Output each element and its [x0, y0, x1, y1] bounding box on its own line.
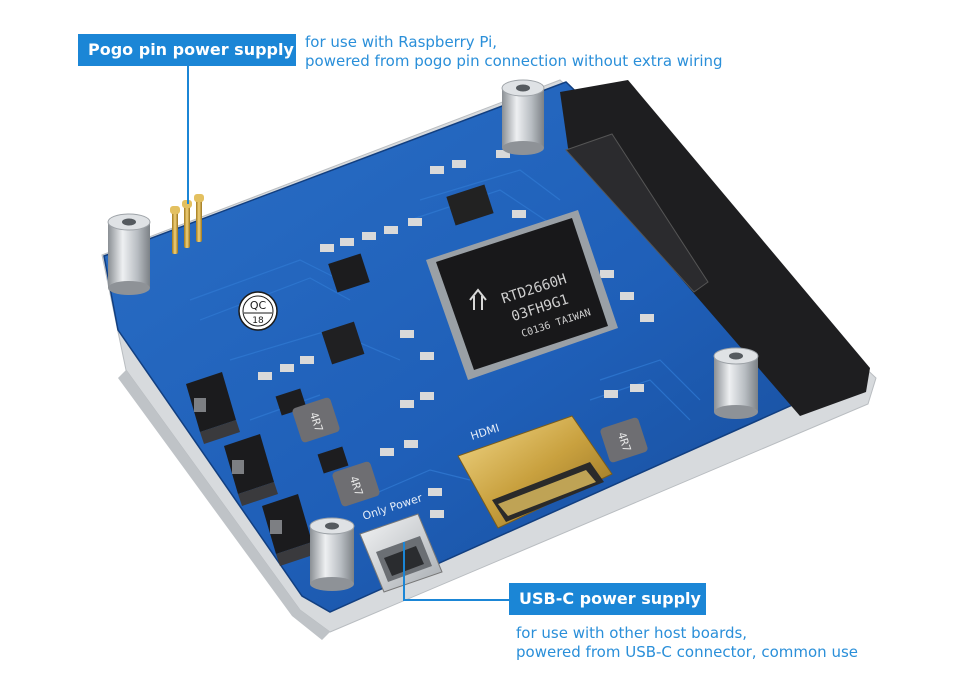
push-button: [186, 372, 240, 444]
lcd-panel-side: [118, 370, 330, 640]
standoff: [309, 517, 355, 591]
push-buttons: [186, 372, 316, 566]
mini-hdmi-connector: [457, 415, 613, 529]
fpc-connector: [565, 133, 709, 293]
pcb-traces: [189, 169, 701, 501]
usb-c-power-supply-label: USB-C power supply: [509, 583, 706, 615]
rtd2660h-chip: RTD2660H 03FH9G1 C0136 TAIWAN: [426, 210, 618, 380]
qc-sticker: QC 18: [238, 291, 278, 331]
qc-number: 18: [252, 316, 264, 326]
usb-c-description: for use with other host boards, powered …: [516, 624, 858, 662]
pogo-pin-power-supply-label: Pogo pin power supply: [78, 34, 296, 66]
inductor-label-2: 4R7: [347, 475, 366, 498]
push-button: [224, 434, 278, 506]
standoff: [501, 79, 545, 155]
small-ics: [275, 184, 494, 474]
standoff: [713, 347, 759, 419]
standoff: [107, 213, 151, 295]
fpc-ribbon: [560, 80, 870, 416]
inductor-label-1: 4R7: [307, 411, 326, 434]
pogo-pins: [170, 194, 204, 254]
usbc-leader-line: [403, 542, 509, 601]
usbc-desc-line-1: for use with other host boards,: [516, 624, 748, 642]
realtek-logo-icon: [469, 288, 487, 310]
inductors: [292, 397, 648, 507]
pogo-desc-line-1: for use with Raspberry Pi,: [305, 33, 498, 51]
inductor-label-3: 4R7: [615, 431, 634, 454]
qc-label: QC: [250, 299, 267, 312]
pogo-desc-line-2: powered from pogo pin connection without…: [305, 52, 723, 70]
usbc-desc-line-2: powered from USB-C connector, common use: [516, 643, 858, 661]
push-button: [262, 494, 316, 566]
pogo-pin-description: for use with Raspberry Pi, powered from …: [305, 33, 723, 71]
smd-components: [258, 150, 654, 528]
